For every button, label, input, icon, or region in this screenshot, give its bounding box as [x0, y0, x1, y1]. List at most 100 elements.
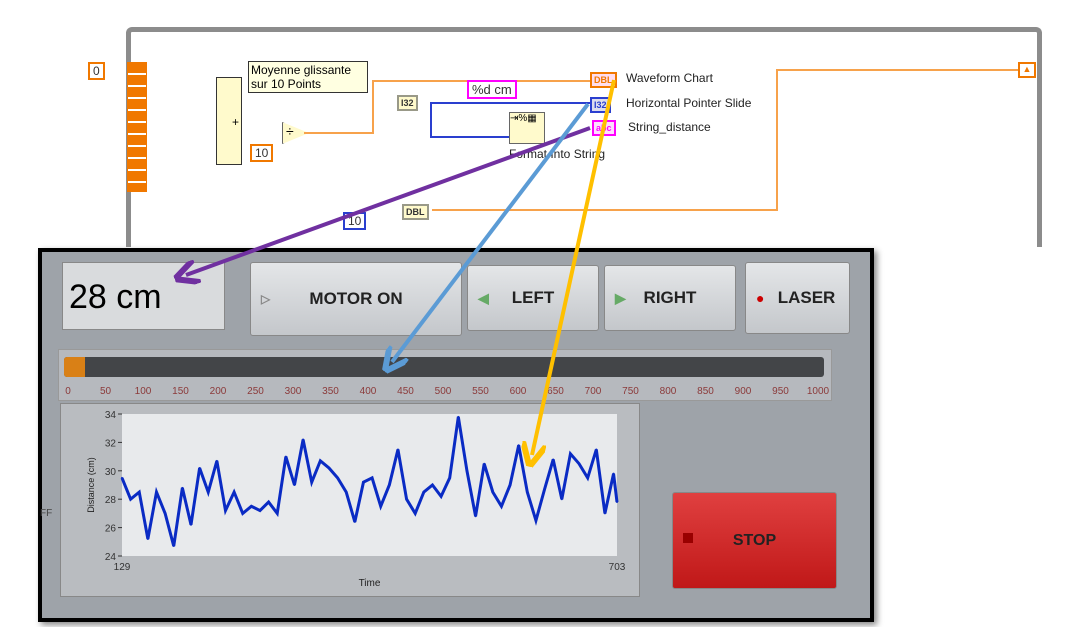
data-point	[302, 438, 305, 441]
slide-tick-label: 500	[434, 386, 452, 397]
x-axis-label: Time	[359, 578, 381, 589]
data-point	[129, 498, 132, 501]
data-point	[215, 459, 218, 462]
data-point	[569, 452, 572, 455]
data-point	[267, 501, 270, 504]
slide-tick-label: 750	[622, 386, 639, 397]
right-label: RIGHT	[643, 288, 697, 307]
compound-add-node[interactable]: +	[216, 77, 242, 165]
data-point	[509, 484, 512, 486]
comment-line: sur 10 Points	[251, 77, 322, 91]
data-point	[250, 505, 253, 508]
data-point	[362, 481, 365, 484]
slide-tick-label: 400	[359, 386, 377, 397]
init-constant[interactable]: 0	[88, 62, 105, 80]
format-string-constant[interactable]: %d cm	[467, 80, 517, 99]
data-point	[121, 476, 123, 479]
laser-button[interactable]: ●LASER	[745, 262, 850, 334]
data-point	[233, 491, 236, 494]
format-into-string-node[interactable]: ⇥%▦	[509, 112, 545, 144]
divisor-constant[interactable]: 10	[250, 144, 274, 162]
motor-on-button[interactable]: ▷ MOTOR ON	[250, 262, 462, 336]
data-point	[189, 523, 192, 526]
shift-register-right: ▲	[1018, 62, 1036, 78]
data-point	[603, 512, 606, 515]
data-point	[457, 415, 460, 418]
data-point	[552, 458, 555, 461]
data-point	[405, 498, 408, 501]
blue-arrow	[392, 102, 590, 362]
slide-tick-label: 350	[322, 386, 339, 397]
y-axis-label: Distance (cm)	[86, 457, 96, 513]
data-point	[276, 512, 279, 515]
slide-tick-label: 700	[584, 386, 602, 397]
x-tick-label: 703	[609, 562, 626, 573]
data-point	[207, 491, 210, 494]
y-tick-label: 26	[105, 524, 117, 535]
data-point	[146, 537, 149, 540]
side-text: FF	[40, 508, 53, 519]
slide-tick-label: 0	[65, 386, 71, 397]
y-tick-label: 24	[105, 552, 117, 563]
yellow-arrow	[532, 79, 616, 455]
i32-conversion[interactable]: I32	[397, 95, 418, 111]
data-point	[284, 455, 287, 458]
y-tick-label: 30	[105, 467, 117, 478]
data-point	[483, 462, 486, 465]
data-point	[578, 462, 581, 465]
data-point	[310, 481, 313, 484]
data-point	[448, 476, 451, 479]
data-point	[396, 448, 399, 451]
data-point	[345, 491, 348, 494]
data-point	[616, 501, 618, 504]
y-tick-label: 34	[105, 410, 117, 421]
data-point	[534, 519, 537, 522]
data-point	[138, 491, 141, 494]
play-icon: ▷	[261, 292, 271, 306]
data-point	[586, 476, 589, 479]
y-tick-label: 28	[105, 495, 117, 506]
dbl-conversion[interactable]: DBL	[402, 204, 429, 220]
slide-track[interactable]	[64, 357, 824, 377]
slide-tick-label: 950	[772, 386, 789, 397]
data-point	[612, 472, 615, 475]
data-point	[241, 512, 244, 515]
stop-button[interactable]: STOP	[672, 492, 837, 589]
data-point	[336, 476, 339, 479]
right-arrow-icon: ▶	[615, 289, 626, 306]
led-icon: ●	[756, 290, 765, 306]
slide-label: Horizontal Pointer Slide	[626, 96, 752, 110]
data-point	[595, 448, 598, 451]
slide-tick-label: 1000	[806, 386, 830, 397]
right-button[interactable]: ▶ RIGHT	[604, 265, 736, 331]
data-point	[181, 486, 184, 489]
data-point	[388, 484, 391, 486]
string-label: String_distance	[628, 120, 711, 134]
left-arrow-icon: ◀	[478, 289, 489, 306]
slide-tick-label: 50	[99, 386, 112, 397]
data-point	[431, 484, 434, 486]
data-point	[526, 491, 529, 494]
left-label: LEFT	[511, 288, 555, 307]
data-point	[327, 466, 330, 469]
slide-tick-label: 300	[284, 386, 302, 397]
data-point	[543, 488, 546, 491]
data-point	[258, 509, 261, 512]
waveform-chart-terminal[interactable]: DBL	[590, 72, 617, 88]
motor-label: MOTOR ON	[309, 289, 403, 308]
slide-tick-label: 850	[697, 386, 714, 397]
data-point	[560, 498, 563, 501]
slide-tick-label: 200	[209, 386, 227, 397]
data-point	[293, 484, 296, 486]
slide-tick-label: 650	[547, 386, 564, 397]
waveform-chart-label: Waveform Chart	[626, 71, 713, 85]
slide-tick-label: 550	[472, 386, 489, 397]
data-point	[224, 509, 227, 512]
data-point	[353, 520, 356, 523]
slide-tick-label: 600	[509, 386, 527, 397]
data-point	[198, 466, 201, 469]
left-button[interactable]: ◀ LEFT	[467, 265, 599, 331]
data-point	[319, 459, 322, 462]
data-point	[379, 505, 382, 508]
stop-icon	[683, 533, 693, 543]
